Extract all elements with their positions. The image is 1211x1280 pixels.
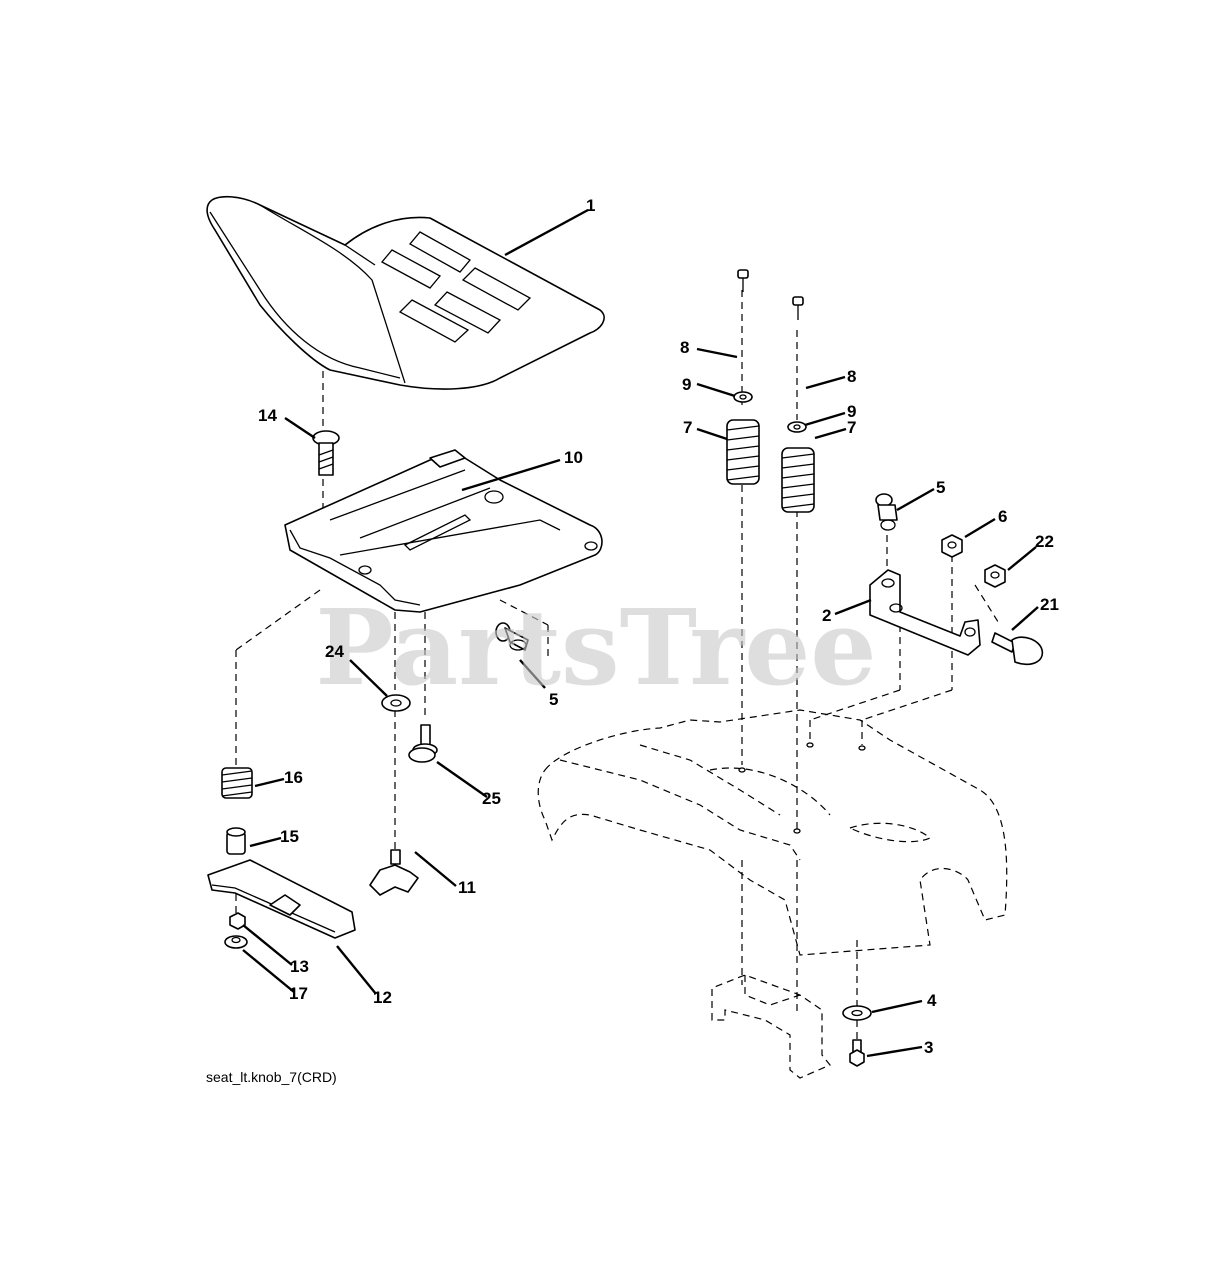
diagram-caption: seat_lt.knob_7(CRD) [206,1069,337,1085]
spring-part-7-right [781,447,815,513]
washer-part-4 [842,1005,872,1021]
callout-16: 16 [284,768,303,787]
callout-9-right: 9 [847,402,856,421]
seat-pan-part-10 [284,449,603,613]
fender-reference [537,709,1008,956]
callout-13: 13 [290,957,309,976]
bracket-part-2 [869,569,981,656]
callout-6: 6 [998,507,1007,526]
callout-7-right: 7 [847,418,856,437]
spring-part-7-left [726,419,760,485]
carriage-bolt-part-14 [312,430,340,476]
seat-part-1 [206,195,605,390]
nut-part-22 [984,564,1006,588]
knob-part-11 [369,849,419,896]
callout-4: 4 [927,991,937,1010]
clip-part-5-left [495,622,529,651]
callout-1: 1 [586,196,595,215]
callout-8-right: 8 [847,367,856,386]
frame-bracket-reference [711,974,831,1079]
bushing-part-15 [226,827,246,855]
callout-2: 2 [822,606,831,625]
screw-part-8-right [792,296,804,320]
bolt-part-3 [849,1039,865,1067]
callout-5-right: 5 [936,478,945,497]
callout-11: 11 [458,878,476,897]
leader-lines [242,208,1039,1058]
callout-10: 10 [564,448,583,467]
callout-12: 12 [373,988,392,1007]
shoulder-bolt-part-25 [408,724,438,763]
callout-7-left: 7 [683,418,692,437]
callout-8-left: 8 [680,338,689,357]
clip-part-5-right [875,493,898,531]
callout-21: 21 [1040,595,1059,614]
washer-part-9-left [733,391,753,403]
callout-5-left: 5 [549,690,558,709]
callout-14: 14 [258,406,277,425]
callout-labels: 1 14 10 24 5 25 16 15 11 13 17 12 8 9 7 … [258,196,1059,1057]
watermark-text: PartsTree [315,586,876,709]
washer-part-24 [381,694,411,712]
callout-25: 25 [482,789,501,808]
knob-bolt-part-21 [991,632,1044,666]
nut-part-13 [229,912,246,930]
flange-nut-part-17 [224,935,248,949]
nut-part-6 [941,534,963,558]
washer-part-9-right [787,421,807,433]
callout-15: 15 [280,827,299,846]
spring-part-16 [221,767,253,799]
callout-9-left: 9 [682,375,691,394]
screw-part-8-left [737,269,749,292]
callout-17: 17 [289,984,308,1003]
bracket-plate-part-12 [207,859,356,939]
callout-22: 22 [1035,532,1054,551]
callout-24: 24 [325,642,344,661]
callout-3: 3 [924,1038,933,1057]
